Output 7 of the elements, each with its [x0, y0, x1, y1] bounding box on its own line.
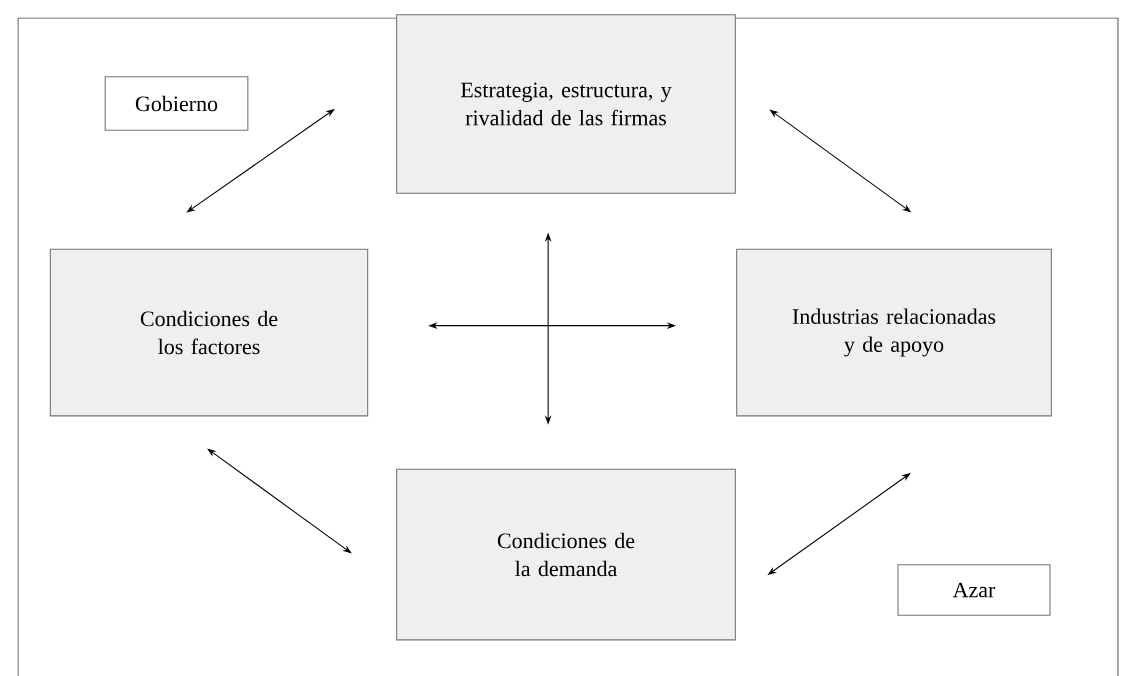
factor-box: Condiciones de la demanda	[396, 468, 736, 641]
factor-box: Condiciones de los factores	[49, 248, 369, 417]
label-box: Gobierno	[104, 76, 249, 131]
arrow	[207, 448, 352, 554]
label-box: Azar	[897, 564, 1051, 616]
factor-box: Estrategia, estructura, y rivalidad de las firmas	[396, 14, 736, 194]
factor-box: Industrias relacionadas y de apoyo	[736, 248, 1052, 417]
